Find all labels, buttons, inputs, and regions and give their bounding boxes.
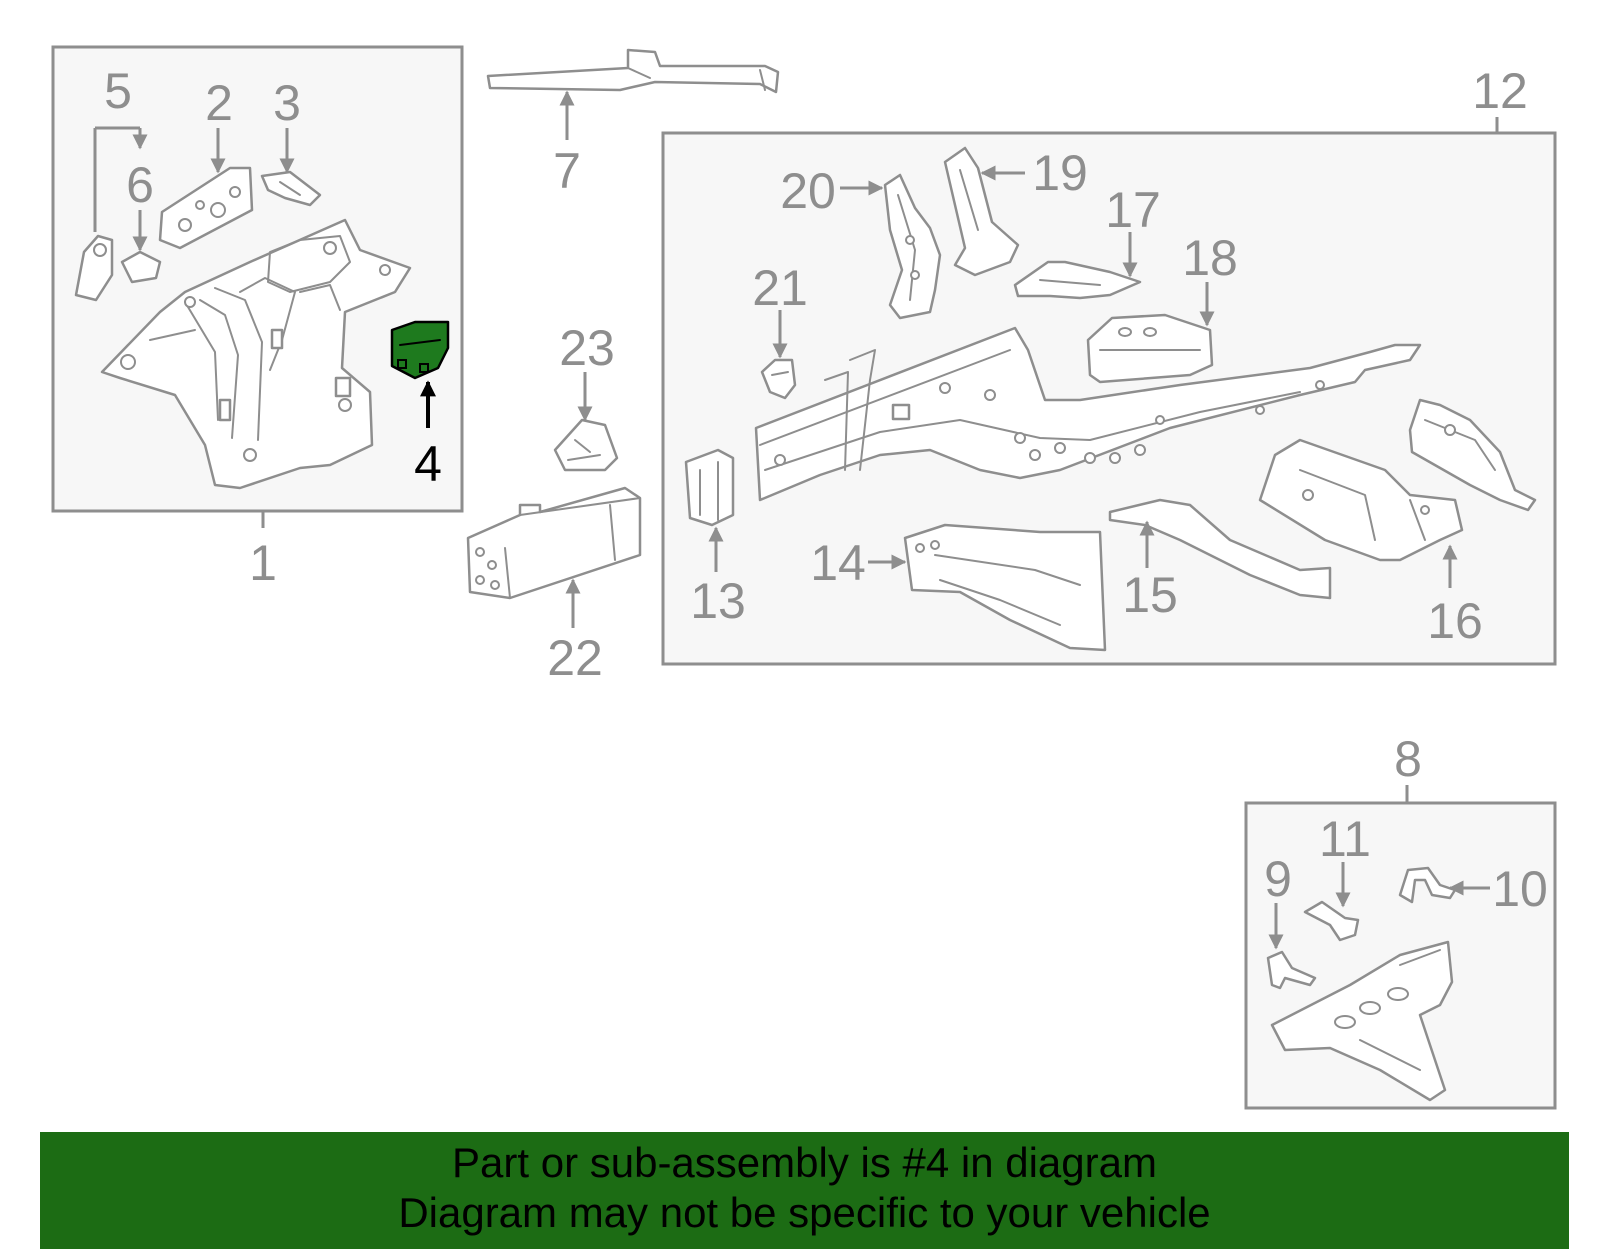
- part-11-bracket[interactable]: [1303, 900, 1360, 942]
- callout-6[interactable]: 6: [126, 157, 154, 213]
- callout-2[interactable]: 2: [205, 75, 233, 131]
- callout-9[interactable]: 9: [1264, 851, 1292, 907]
- callout-20[interactable]: 20: [780, 163, 836, 219]
- callout-17[interactable]: 17: [1105, 182, 1161, 238]
- part-21-clip[interactable]: [760, 358, 797, 400]
- callout-11[interactable]: 11: [1319, 811, 1371, 867]
- part-9-bracket[interactable]: [1266, 950, 1317, 990]
- callout-15[interactable]: 15: [1122, 567, 1178, 623]
- part-4-highlighted[interactable]: [390, 320, 450, 380]
- callout-18[interactable]: 18: [1182, 230, 1238, 286]
- part-18-panel[interactable]: [1086, 313, 1214, 384]
- part-14-panel[interactable]: [903, 523, 1107, 652]
- callout-23[interactable]: 23: [559, 320, 615, 376]
- callout-16[interactable]: 16: [1427, 593, 1483, 649]
- callout-22[interactable]: 22: [547, 630, 603, 686]
- part-10-bracket[interactable]: [1398, 866, 1457, 904]
- part-22-crossmember[interactable]: [466, 486, 642, 600]
- part-17-bracket[interactable]: [1013, 260, 1142, 300]
- part-8-rail[interactable]: [1270, 940, 1454, 1102]
- part-19-pillar[interactable]: [943, 146, 1020, 277]
- callout-3[interactable]: 3: [273, 75, 301, 131]
- callout-5[interactable]: 5: [104, 63, 132, 119]
- part-6-stud[interactable]: [120, 250, 162, 284]
- part-16-bracket[interactable]: [1258, 438, 1464, 562]
- callout-21[interactable]: 21: [752, 260, 808, 316]
- part-1-apron[interactable]: [100, 218, 412, 490]
- callout-1[interactable]: 1: [249, 535, 277, 591]
- part-13-bracket[interactable]: [684, 448, 735, 527]
- callout-13[interactable]: 13: [690, 573, 746, 629]
- info-banner: Part or sub-assembly is #4 in diagram Di…: [40, 1132, 1569, 1249]
- part-16b-bracket[interactable]: [1408, 398, 1537, 512]
- callout-19[interactable]: 19: [1032, 145, 1088, 201]
- part-7-rail[interactable]: [486, 48, 780, 94]
- leader-5: [93, 126, 140, 232]
- part-5-bracket[interactable]: [74, 234, 114, 302]
- callout-10[interactable]: 10: [1492, 861, 1548, 917]
- part-12-frame-rail[interactable]: [754, 326, 1422, 502]
- part-23-mount[interactable]: [553, 418, 619, 472]
- callout-8[interactable]: 8: [1394, 731, 1422, 787]
- banner-part-line: Part or sub-assembly is #4 in diagram: [452, 1139, 1157, 1186]
- part-20-pillar[interactable]: [883, 173, 942, 320]
- callout-7[interactable]: 7: [553, 143, 581, 199]
- callout-4[interactable]: 4: [414, 436, 442, 492]
- callout-14[interactable]: 14: [810, 535, 866, 591]
- banner-disclaimer-line: Diagram may not be specific to your vehi…: [398, 1189, 1211, 1236]
- callout-12[interactable]: 12: [1472, 63, 1528, 119]
- part-2-bracket[interactable]: [158, 166, 254, 250]
